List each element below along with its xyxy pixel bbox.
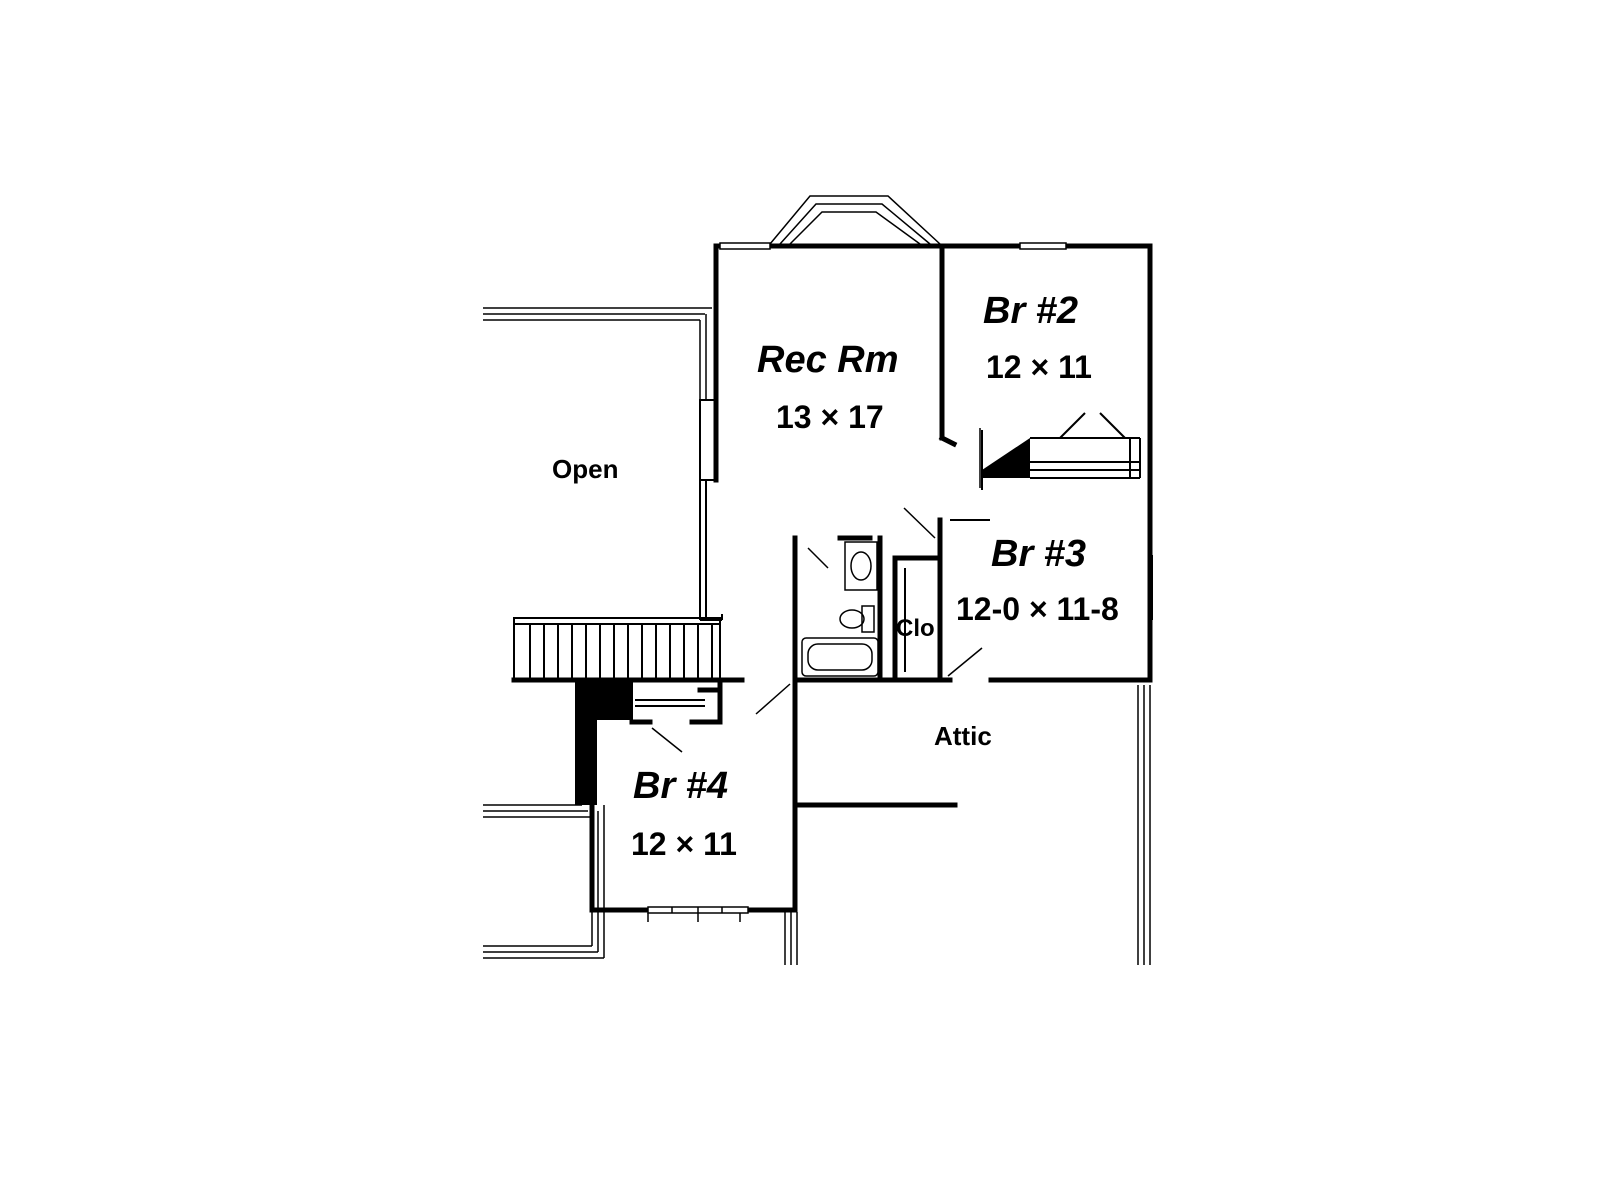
br3-name: Br #3 xyxy=(991,533,1086,575)
closet-label: Clo xyxy=(896,615,935,642)
bathtub-icon xyxy=(801,637,879,677)
open-label: Open xyxy=(552,454,618,484)
br4-name: Br #4 xyxy=(633,765,728,807)
toilet-bowl-icon xyxy=(839,609,865,629)
attic-label: Attic xyxy=(934,721,992,751)
wall-blocks xyxy=(575,438,1030,805)
br2-size: 12 × 11 xyxy=(986,349,1092,385)
rec-rm-size: 13 × 17 xyxy=(776,399,884,435)
door-swings xyxy=(651,428,983,753)
br3-size: 12-0 × 11-8 xyxy=(956,591,1119,627)
interior-lines xyxy=(635,399,1153,707)
bathroom-fixtures xyxy=(801,541,879,677)
windows xyxy=(647,242,1067,922)
sink-icon xyxy=(844,541,878,591)
rec-rm-name: Rec Rm xyxy=(757,339,899,381)
staircase xyxy=(513,617,721,681)
br4-size: 12 × 11 xyxy=(631,826,737,862)
toilet-tank-icon xyxy=(861,605,875,633)
br2-name: Br #2 xyxy=(983,290,1078,332)
